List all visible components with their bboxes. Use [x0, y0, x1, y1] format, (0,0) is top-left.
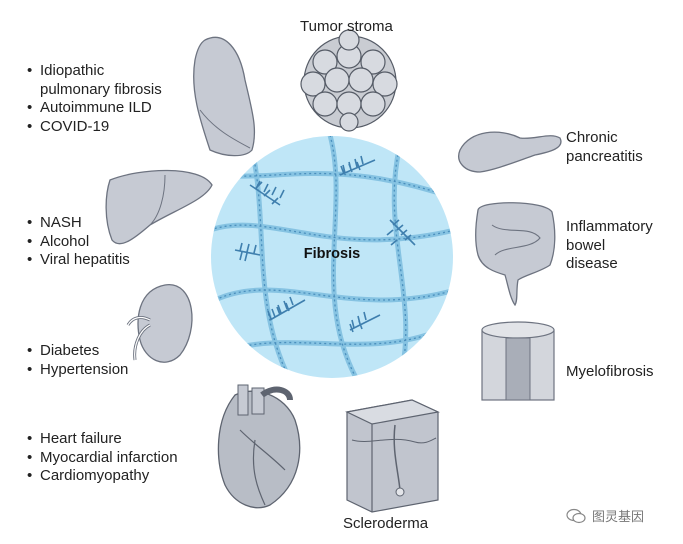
- wechat-icon: [566, 508, 586, 523]
- watermark-text: 图灵基因: [592, 510, 645, 525]
- bowel-label: Inflammatory bowel disease: [566, 218, 653, 272]
- skin-icon: [345, 399, 440, 513]
- lung-disease-list: Idiopathic pulmonary fibrosis Autoimmune…: [27, 62, 162, 136]
- list-item: Cardiomyopathy: [27, 467, 178, 486]
- heart-disease-list: Heart failure Myocardial infarction Card…: [27, 430, 178, 486]
- kidney-icon: [126, 284, 193, 363]
- list-item: Diabetes: [27, 342, 128, 361]
- list-item: Heart failure: [27, 430, 178, 449]
- list-item: Viral hepatitis: [27, 251, 130, 270]
- bone-marrow-icon: [481, 321, 555, 401]
- list-item: COVID-19: [27, 118, 162, 137]
- bowel-icon: [475, 202, 556, 307]
- fibrosis-center-label: Fibrosis: [303, 246, 361, 262]
- heart-icon: [217, 384, 301, 509]
- list-item: Alcohol: [27, 233, 130, 252]
- pancreas-label: Chronic pancreatitis: [566, 129, 643, 165]
- lung-icon: [193, 36, 256, 157]
- kidney-disease-list: Diabetes Hypertension: [27, 342, 128, 379]
- pancreas-icon: [458, 131, 562, 173]
- liver-disease-list: NASH Alcohol Viral hepatitis: [27, 214, 130, 270]
- skin-label: Scleroderma: [343, 515, 429, 532]
- watermark: 图灵基因: [566, 506, 644, 525]
- fibrosis-circle: [211, 136, 453, 378]
- list-item: Autoimmune ILD: [27, 99, 162, 118]
- list-item: NASH: [27, 214, 130, 233]
- list-item: Hypertension: [27, 361, 128, 380]
- tumor-stroma-label: Tumor stroma: [300, 18, 393, 35]
- bone-marrow-label: Myelofibrosis: [566, 363, 654, 380]
- list-item: Myocardial infarction: [27, 449, 178, 468]
- list-item: Idiopathic pulmonary fibrosis: [27, 62, 162, 99]
- tumor-stroma-icon: [300, 29, 398, 132]
